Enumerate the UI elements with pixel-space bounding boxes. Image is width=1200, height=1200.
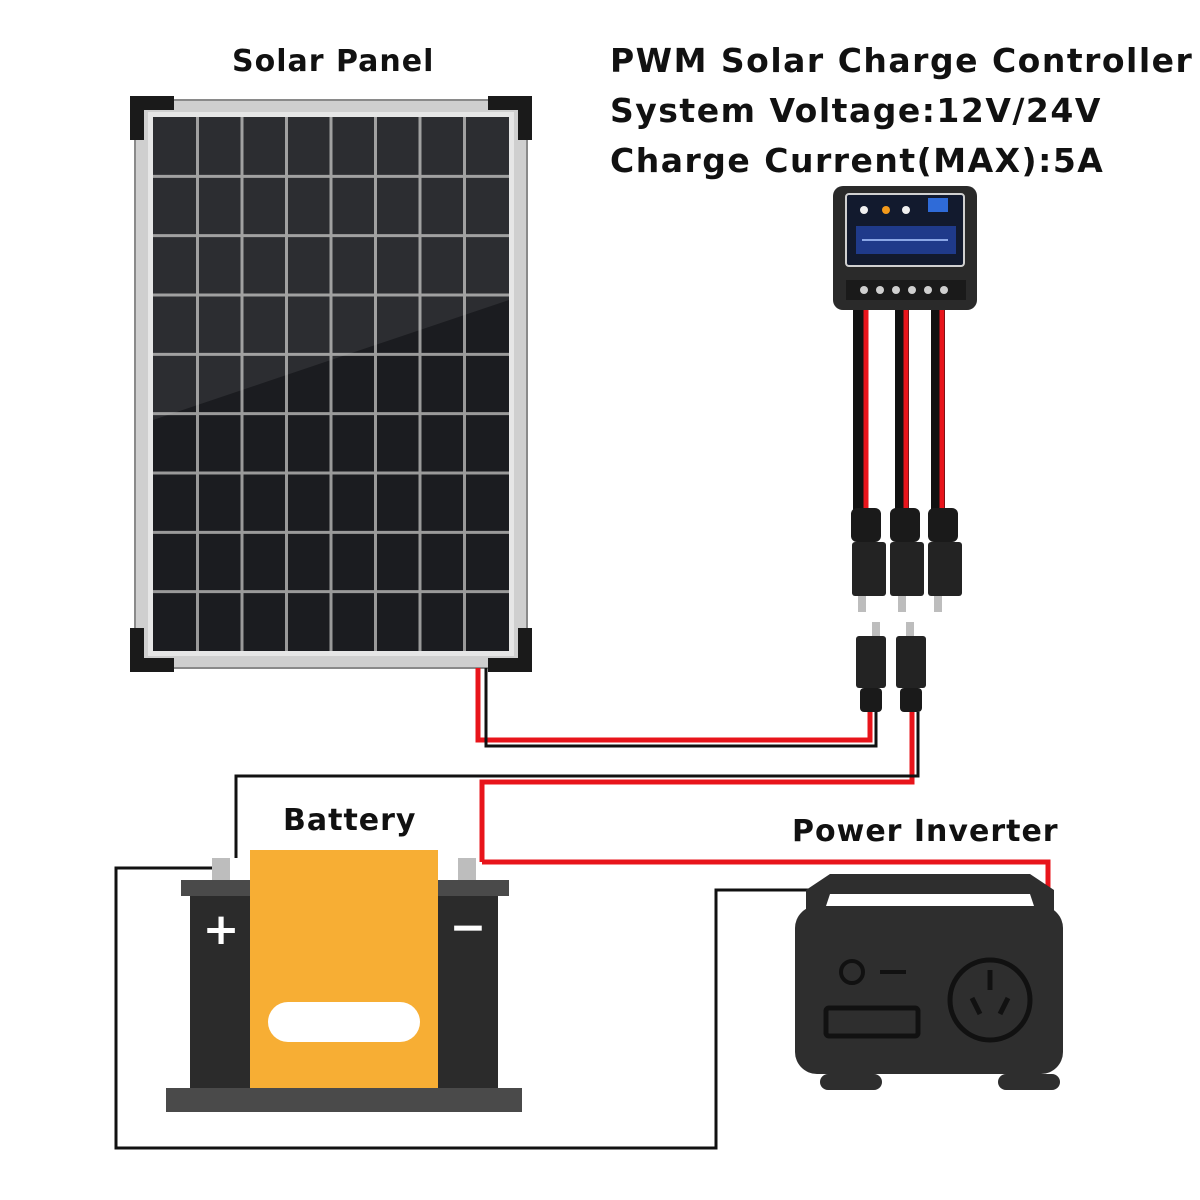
power-switch-icon (839, 959, 865, 985)
sae-connector-upper-1 (851, 508, 886, 612)
wire-panel-black (484, 668, 878, 748)
usb-port-icon (823, 1005, 921, 1039)
battery-base (166, 1088, 522, 1112)
battery-label-body (250, 850, 438, 1088)
wire-controller-black (234, 712, 920, 858)
inverter-handle (806, 874, 1054, 912)
controller-terminal-strip (846, 280, 966, 300)
solar-panel-label: Solar Panel (232, 44, 435, 79)
battery-label: Battery (283, 803, 417, 838)
wire-panel-red (475, 668, 873, 743)
wire-controller-red (479, 712, 915, 862)
solar-panel (130, 96, 532, 672)
controller-led-2 (882, 206, 890, 214)
wire-battery-inverter-red (482, 859, 1051, 892)
battery-label-window (268, 1002, 420, 1042)
sae-connector-lower-1 (856, 622, 886, 712)
panel-glare (153, 117, 509, 420)
panel-corner-bl (130, 628, 174, 672)
ac-outlet-icon (947, 957, 1033, 1043)
inverter-body (795, 906, 1063, 1074)
battery-terminal-negative-post (458, 858, 476, 882)
battery-negative-symbol: − (450, 902, 487, 953)
panel-corner-tl (130, 96, 174, 140)
cable-middle (895, 310, 909, 512)
power-inverter (795, 874, 1063, 1090)
sae-connector-lower-2 (896, 622, 926, 712)
cable-left (853, 310, 869, 512)
panel-corner-br (488, 628, 532, 672)
wire-battery-inverter-black (114, 866, 830, 1150)
sae-connector-upper-2 (890, 508, 924, 612)
sae-connector-upper-3 (928, 508, 962, 612)
system-voltage-label: System Voltage:12V/24V (610, 91, 1102, 130)
controller-cables (851, 310, 962, 712)
controller-led-3 (902, 206, 910, 214)
controller-title: PWM Solar Charge Controller (610, 41, 1194, 80)
power-inverter-label: Power Inverter (792, 814, 1059, 849)
wires (114, 668, 1051, 1150)
controller-led-1 (860, 206, 868, 214)
panel-cell-grid (153, 117, 509, 651)
controller-specs: PWM Solar Charge Controller System Volta… (610, 36, 1193, 186)
cable-right (931, 310, 945, 512)
battery: + − (166, 850, 522, 1112)
inverter-foot-right (998, 1074, 1060, 1090)
controller-logo (928, 198, 948, 212)
battery-positive-symbol: + (203, 904, 240, 955)
charge-current-label: Charge Current(MAX):5A (610, 141, 1105, 180)
charge-controller (833, 186, 977, 310)
panel-corner-tr (488, 96, 532, 140)
battery-terminal-positive-post (212, 858, 230, 882)
inverter-foot-left (820, 1074, 882, 1090)
